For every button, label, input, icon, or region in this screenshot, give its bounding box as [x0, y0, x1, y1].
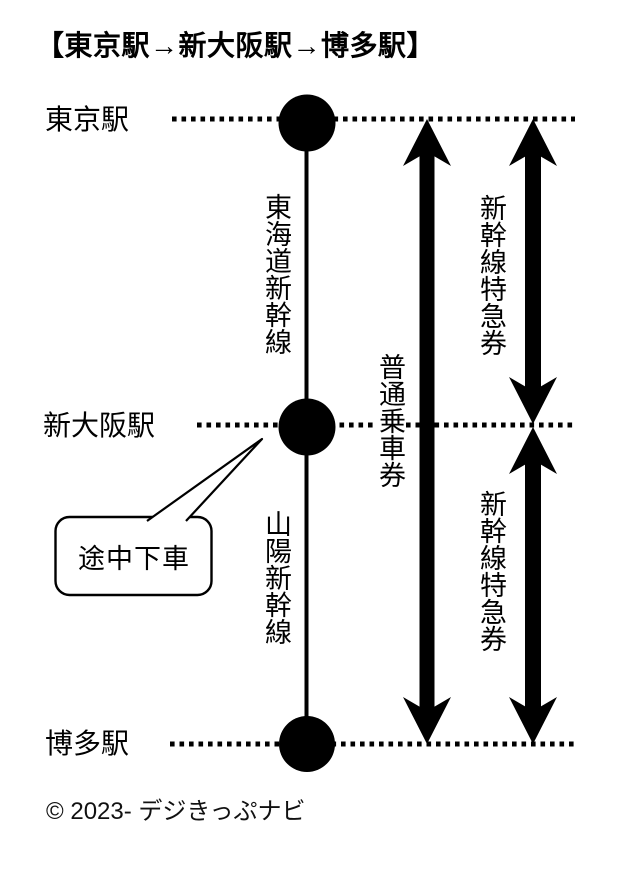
ticket-label-express-lower: 新幹線特急券 [476, 490, 506, 652]
shin-osaka-station-dot [278, 398, 336, 456]
express-ticket-arrow-upper [509, 119, 557, 424]
copyright-text: © 2023- デジきっぷナビ [46, 798, 306, 825]
ticket-label-express-upper: 新幹線特急券 [476, 194, 506, 356]
station-label-tokyo: 東京駅 [45, 104, 130, 135]
ticket-label-base-fare: 普通乗車券 [375, 353, 405, 488]
base-fare-arrow [403, 119, 451, 744]
page-title: 【東京駅→新大阪駅→博多駅】 [36, 30, 436, 61]
callout-label: 途中下車 [78, 543, 190, 574]
line-label-tokaido-shinkansen: 東海道新幹線 [261, 193, 291, 355]
callout-bubble [54, 515, 213, 597]
station-label-hakata: 博多駅 [45, 728, 130, 759]
callout-tail [146, 437, 264, 522]
station-label-shin-osaka: 新大阪駅 [43, 410, 156, 441]
tokyo-station-dot [278, 94, 336, 152]
express-ticket-arrow-lower [509, 427, 557, 744]
line-label-sanyo-shinkansen: 山陽新幹線 [261, 510, 291, 645]
hakata-station-dot [279, 716, 335, 772]
